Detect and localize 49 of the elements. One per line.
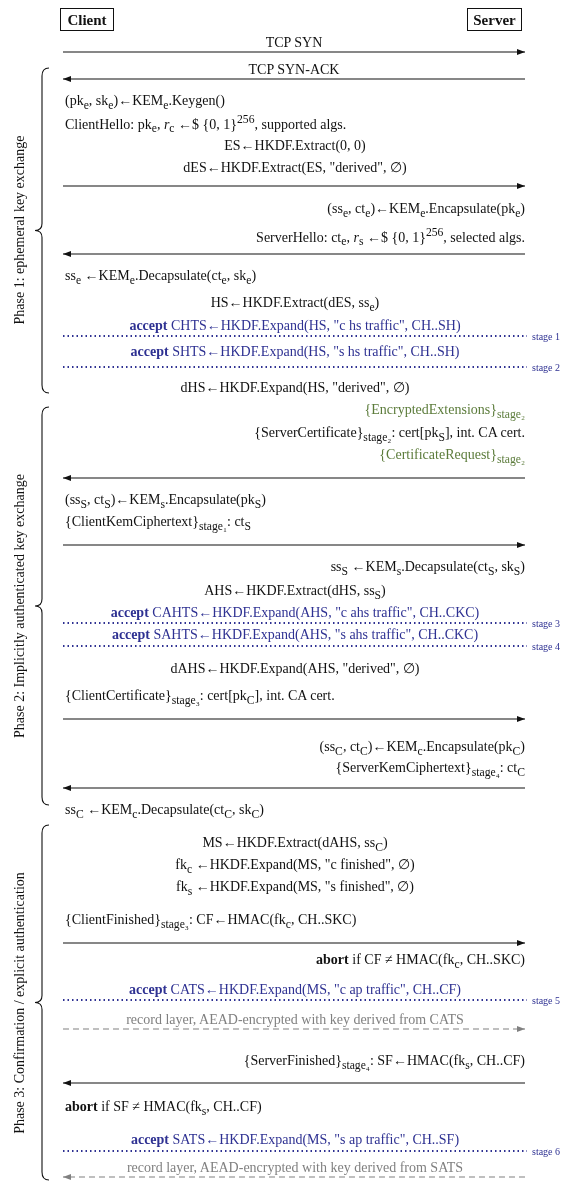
computation-text: dHS←HKDF.Expand(HS, "derived", ∅) [180, 379, 410, 397]
message-arrow [62, 76, 526, 82]
participant-box: Server [467, 8, 522, 31]
phase-label: Phase 2: Implicitly authenticated key exchange [12, 474, 28, 738]
stage-label: stage 5 [532, 994, 561, 1008]
computation-text: ClientHello: pk$_{e}$, r$_{c}$ ←$ {0, 1}$^{256}$, supported algs. [65, 112, 347, 138]
stage-label: stage 4 [532, 640, 561, 654]
computation-text: ss$_{S}$ ←KEM$_{s}$.Decapsulate(ct$_{S}$, sk$_{S}$) [330, 558, 525, 580]
phase-label: Phase 3: Confirmation / explicit authentication [12, 872, 28, 1134]
arrow-label: record layer, AEAD-encrypted with key derived from SATS [126, 1159, 464, 1177]
computation-text: {ServerCertificate}$_{stage₂}$: cert[pk$_{S}$], int. CA cert. [254, 424, 525, 446]
computation-text: fk$_{s}$ ←HKDF.Expand(MS, "s finished", ∅) [176, 878, 414, 900]
accept-step: accept SAHTS←HKDF.Expand(AHS, "s ahs traffic", CH..CKC) [111, 626, 479, 644]
accept-step: accept SHTS←HKDF.Expand(HS, "s hs traffic", CH..SH) [130, 343, 460, 361]
computation-text: dES←HKDF.Extract(ES, "derived", ∅) [183, 159, 407, 177]
computation-text: ES←HKDF.Extract(0, 0) [224, 137, 366, 155]
participant-box: Client [60, 8, 114, 31]
accept-step: accept CHTS←HKDF.Expand(HS, "c hs traffic", CH..SH) [129, 317, 461, 335]
stage-label: stage 1 [532, 330, 561, 344]
computation-text: ss$_{C}$ ←KEM$_{c}$.Decapsulate(ct$_{C}$, sk$_{C}$) [65, 801, 264, 823]
computation-text: dAHS←HKDF.Expand(AHS, "derived", ∅) [170, 660, 420, 678]
computation-text: {ClientKemCiphertext}$_{stage₁}$: ct$_{S}$ [65, 513, 251, 535]
computation-text: ss$_{e}$ ←KEM$_{e}$.Decapsulate(ct$_{e}$, sk$_{e}$) [65, 267, 257, 289]
accept-step: accept CATS←HKDF.Expand(MS, "c ap traffic", CH..CF) [129, 981, 461, 999]
computation-text: MS←HKDF.Extract(dAHS, ss$_{C}$) [202, 834, 388, 856]
stage-label: stage 3 [532, 617, 561, 631]
computation-text: ServerHello: ct$_{e}$, r$_{s}$ ←$ {0, 1}$^{256}$, selected algs. [256, 225, 525, 251]
computation-text: fk$_{c}$ ←HKDF.Expand(MS, "c finished", ∅) [175, 856, 415, 878]
computation-text: {ClientCertificate}$_{stage₃}$: cert[pk$_{C}$], int. CA cert. [65, 687, 335, 709]
message-arrow [62, 49, 526, 55]
computation-text: (ss$_{C}$, ct$_{C}$)←KEM$_{c}$.Encapsulate(pk$_{C}$) [319, 738, 525, 760]
computation-text: abort if CF ≠ HMAC(fk$_{c}$, CH..SKC) [316, 951, 525, 973]
stage-label: stage 2 [532, 361, 561, 375]
phase-label: Phase 1: ephemeral key exchange [12, 135, 28, 325]
accept-step: accept CAHTS←HKDF.Expand(AHS, "c ahs traffic", CH..CKC) [110, 604, 480, 622]
computation-text: {ServerFinished}$_{stage₄}$: SF←HMAC(fk$_{s}$, CH..CF) [243, 1052, 525, 1074]
computation-text: abort if SF ≠ HMAC(fk$_{s}$, CH..CF) [65, 1098, 262, 1120]
computation-text: HS←HKDF.Extract(dES, ss$_{e}$) [210, 294, 380, 316]
message-label: {CertificateRequest}$_{stage₂}$ [379, 446, 525, 468]
computation-text: {ServerKemCiphertext}$_{stage₄}$: ct$_{C}$ [335, 759, 525, 781]
arrow-label: record layer, AEAD-encrypted with key derived from CATS [126, 1011, 464, 1029]
stage-label: stage 6 [532, 1145, 561, 1159]
computation-text: (ss$_{e}$, ct$_{e}$)←KEM$_{e}$.Encapsulate(pk$_{e}$) [327, 200, 525, 222]
computation-text: AHS←HKDF.Extract(dHS, ss$_{S}$) [204, 582, 386, 604]
computation-text: (ss$_{S}$, ct$_{S}$)←KEM$_{s}$.Encapsulate(pk$_{S}$) [65, 491, 266, 513]
accept-step: accept SATS←HKDF.Expand(MS, "s ap traffic", CH..SF) [130, 1131, 460, 1149]
computation-text: {ClientFinished}$_{stage₃}$: CF←HMAC(fk$_{c}$, CH..SKC) [65, 911, 357, 933]
message-label: {EncryptedExtensions}$_{stage₂}$ [364, 401, 525, 423]
computation-text: (pk$_{e}$, sk$_{e}$)←KEM$_{e}$.Keygen() [65, 92, 225, 114]
